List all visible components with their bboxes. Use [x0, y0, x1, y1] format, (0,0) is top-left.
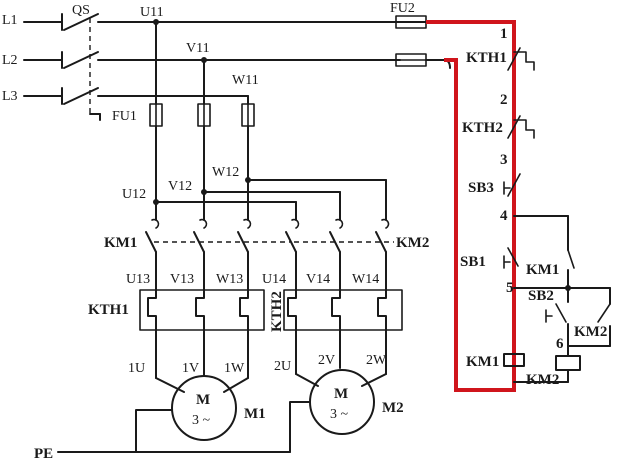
label-v12: V12: [168, 179, 192, 194]
fuse-fu2: FU2: [390, 1, 451, 69]
km1-coil: [503, 353, 525, 367]
label-2v: 2V: [318, 353, 335, 368]
label-node-6: 6: [556, 336, 564, 352]
label-km2-coil: KM2: [526, 372, 559, 388]
kth2-nc-contact: [507, 115, 535, 139]
label-km1-aux: KM1: [526, 262, 559, 278]
label-km2-aux: KM2: [574, 324, 607, 340]
label-w13: W13: [216, 272, 243, 287]
sb3-stop-button: [503, 173, 521, 197]
label-u14: U14: [262, 272, 286, 287]
motor-m2-letter: M: [334, 386, 348, 402]
sb2-button: [545, 303, 567, 323]
label-kth1-contact: KTH1: [466, 50, 507, 66]
label-node-4: 4: [500, 208, 508, 224]
label-l3: L3: [2, 89, 18, 104]
sb1-start-button: [503, 247, 519, 269]
bus-u12-v12-w12: U12 V12 W12: [122, 165, 387, 221]
label-w14: W14: [352, 272, 379, 287]
label-1w: 1W: [224, 361, 245, 376]
motor-m2-leads: 2U 2V 2W: [274, 329, 387, 387]
thermal-relay-kth1: KTH1: [88, 289, 265, 331]
motor-m2: M 3 ~ M2: [309, 369, 404, 435]
bus-w11: W11: [97, 73, 259, 97]
label-w11: W11: [232, 73, 259, 88]
control-circuit: 1 2 3 4 5 6 KTH1 KTH2 SB3 KM1 SB1 SB2: [460, 26, 611, 388]
label-sb1: SB1: [460, 254, 486, 270]
kth1-nc-contact: [507, 47, 535, 71]
label-l2: L2: [2, 53, 18, 68]
thermal-relay-kth2: KTH2: [269, 289, 403, 332]
label-v14: V14: [306, 272, 330, 287]
terminal-labels-13-14: U13 V13 W13 U14 V14 W14: [126, 272, 379, 287]
label-node-2: 2: [500, 92, 508, 108]
label-sb2: SB2: [528, 288, 554, 304]
label-km1-coil: KM1: [466, 354, 499, 370]
label-m2: M2: [382, 400, 404, 416]
label-v11: V11: [186, 41, 210, 56]
motor-m1-leads: 1U 1V 1W: [128, 329, 249, 393]
label-qs: QS: [72, 3, 90, 18]
pe-ground: PE: [34, 401, 311, 462]
qs-switch: QS: [63, 3, 101, 121]
label-node-1: 1: [500, 26, 508, 42]
label-node-3: 3: [500, 152, 508, 168]
label-fu1: FU1: [112, 109, 137, 124]
label-m1: M1: [244, 406, 266, 422]
motor-m1: M 3 ~ M1: [171, 375, 266, 441]
control-circuit-highlight: [426, 20, 516, 392]
label-1v: 1V: [182, 361, 199, 376]
km1-main-contacts: KM1: [104, 218, 290, 291]
label-km2-main: KM2: [396, 235, 429, 251]
fuse-fu1: FU1: [112, 103, 255, 127]
bus-v11: V11: [97, 41, 401, 61]
label-kth2-contact: KTH2: [462, 120, 503, 136]
label-u12: U12: [122, 187, 146, 202]
km2-coil: [555, 355, 581, 371]
motor-m2-phase: 3 ~: [330, 407, 349, 422]
km2-main-contacts: KM2: [285, 218, 429, 291]
label-fu2: FU2: [390, 1, 415, 16]
label-u13: U13: [126, 272, 150, 287]
label-v13: V13: [170, 272, 194, 287]
label-sb3: SB3: [468, 180, 494, 196]
label-kth2: KTH2: [269, 291, 285, 332]
label-l1: L1: [2, 13, 18, 28]
supply-lines: L1 L2 L3: [2, 13, 63, 105]
bus-u11: U11: [97, 5, 433, 23]
label-pe: PE: [34, 446, 53, 462]
label-node-5: 5: [506, 280, 514, 296]
motor-m1-phase: 3 ~: [192, 413, 211, 428]
label-km1-main: KM1: [104, 235, 137, 251]
label-2w: 2W: [366, 353, 387, 368]
label-w12: W12: [212, 165, 239, 180]
label-u11: U11: [140, 5, 164, 20]
motor-m1-letter: M: [196, 392, 210, 408]
label-1u: 1U: [128, 361, 145, 376]
label-2u: 2U: [274, 359, 291, 374]
label-kth1: KTH1: [88, 302, 129, 318]
